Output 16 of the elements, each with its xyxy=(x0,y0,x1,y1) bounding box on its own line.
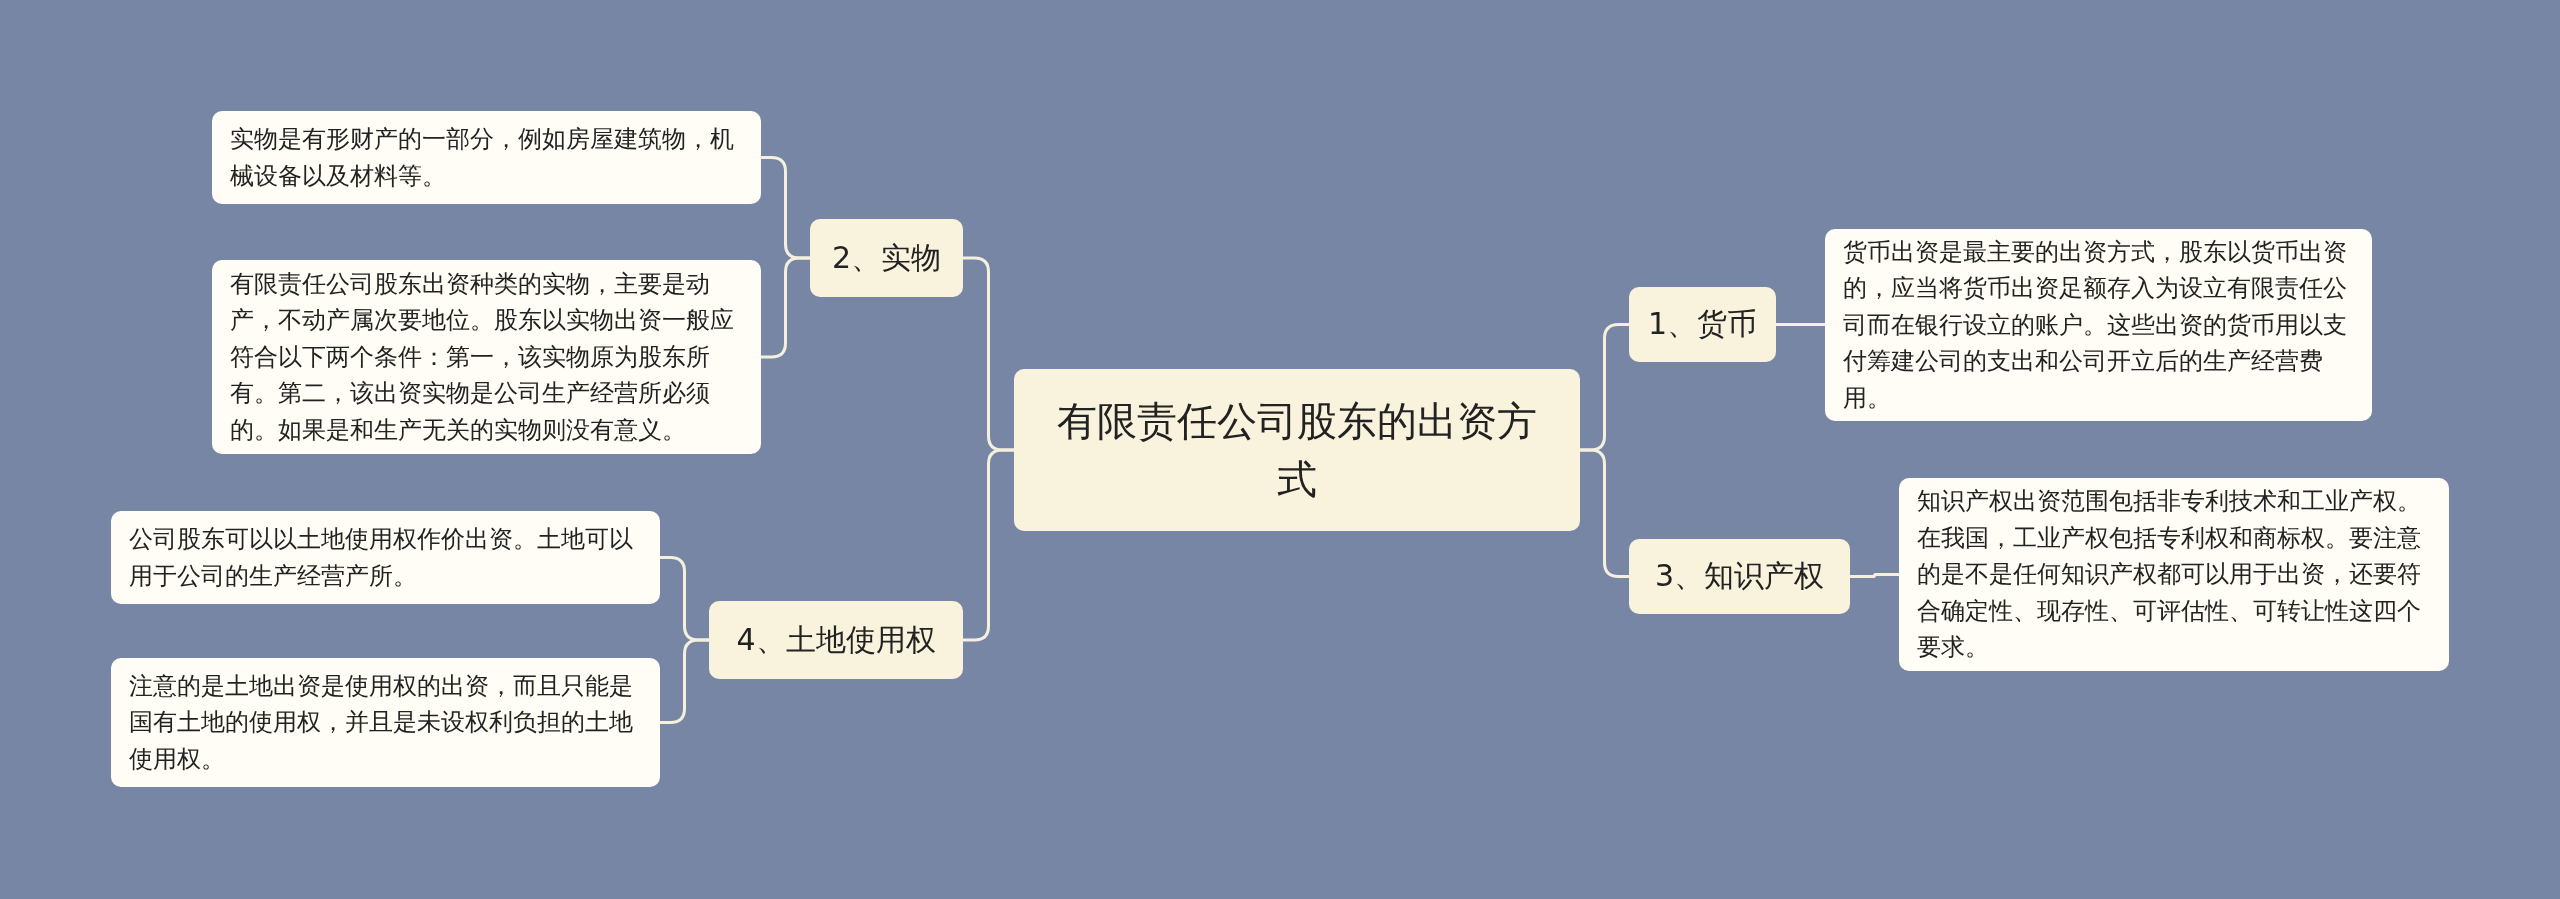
connector-line xyxy=(1850,573,1899,578)
connector-line xyxy=(660,638,709,724)
topic-box: 4、土地使用权 xyxy=(709,601,963,679)
connector-line xyxy=(1580,448,1629,578)
central-topic-box: 有限责任公司股东的出资方式 xyxy=(1014,369,1580,531)
detail-card: 有限责任公司股东出资种类的实物，主要是动产，不动产属次要地位。股东以实物出资一般应符合以下两个条件：第一，该实物原为股东所有。第二，该出资实物是公司生产经营所必须的。如果是和生产无关的实物则没有意义。 xyxy=(212,260,761,454)
topic-box: 1、货币 xyxy=(1629,287,1776,362)
topic-box: 3、知识产权 xyxy=(1629,539,1850,614)
detail-card: 实物是有形财产的一部分，例如房屋建筑物，机械设备以及材料等。 xyxy=(212,111,761,204)
connector-line xyxy=(761,256,810,359)
detail-card: 知识产权出资范围包括非专利技术和工业产权。在我国，工业产权包括专利权和商标权。要注意的是不是任何知识产权都可以用于出资，还要符合确定性、现存性、可评估性、可转让性这四个要求。 xyxy=(1899,478,2449,671)
detail-card: 货币出资是最主要的出资方式，股东以货币出资的，应当将货币出资足额存入为设立有限责任公司而在银行设立的账户。这些出资的货币用以支付筹建公司的支出和公司开立后的生产经营费用。 xyxy=(1825,229,2372,421)
detail-card: 注意的是土地出资是使用权的出资，而且只能是国有土地的使用权，并且是未设权利负担的土地使用权。 xyxy=(111,658,660,787)
topic-box: 2、实物 xyxy=(810,219,963,297)
detail-card: 公司股东可以以土地使用权作价出资。土地可以用于公司的生产经营产所。 xyxy=(111,511,660,604)
connector-line xyxy=(1776,323,1825,326)
